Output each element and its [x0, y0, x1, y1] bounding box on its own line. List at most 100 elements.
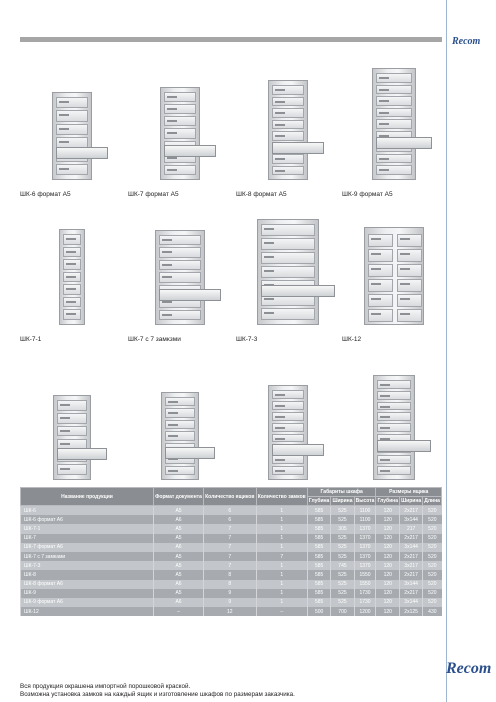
cell-dl: 520	[422, 524, 442, 534]
cell-dl: 520	[422, 588, 442, 598]
header-drawer-length: Длина	[422, 496, 442, 506]
product-card: ШК-6 формат А6	[20, 362, 125, 498]
header-drawer-dims: Размеры ящика	[375, 487, 442, 497]
cell-locks: 7	[255, 551, 308, 562]
cell-drawers: 9	[203, 588, 257, 598]
cell-dl: 520	[422, 515, 442, 525]
cell-drawers: 6	[203, 515, 257, 525]
product-card: ШК-7 формат А5	[128, 62, 233, 198]
cell-dw: 3x144	[399, 579, 423, 589]
cell-dd: 120	[375, 588, 400, 598]
cell-drawers: 7	[203, 524, 257, 534]
cell-depth: 585	[306, 505, 331, 516]
cell-drawers: 12	[203, 607, 257, 617]
cell-format: А6	[153, 542, 204, 552]
cell-name: ШК-9 формат А6	[20, 597, 154, 608]
product-card: ШК-9 формат А6	[342, 362, 447, 498]
cell-dw: 2x217	[399, 533, 423, 543]
cell-format: А5	[153, 570, 204, 580]
vertical-rule	[446, 0, 447, 702]
cell-dd: 120	[375, 597, 400, 608]
cell-name: ШК-7	[20, 533, 154, 543]
product-card: ШК-12	[342, 207, 447, 343]
header-drawers: Количество ящиков	[203, 487, 257, 506]
cell-height: 1730	[353, 588, 376, 598]
cell-width: 525	[330, 515, 355, 525]
cell-dd: 120	[375, 524, 400, 534]
cell-dl: 520	[422, 505, 442, 516]
open-drawer	[272, 443, 324, 456]
cell-dl: 520	[422, 551, 442, 562]
cell-name: ШК-6	[20, 505, 154, 516]
cell-height: 1100	[353, 515, 376, 525]
cell-width: 700	[330, 607, 355, 617]
cell-format: А5	[153, 533, 204, 543]
header-format: Формат документа	[153, 487, 204, 506]
product-caption: ШК-12	[342, 336, 362, 343]
cell-height: 1370	[353, 533, 376, 543]
cell-name: ШК-8 формат А6	[20, 579, 154, 589]
cell-dd: 120	[375, 579, 400, 589]
cell-locks: –	[255, 607, 308, 617]
cell-width: 525	[330, 542, 355, 552]
cabinet-image	[364, 227, 424, 325]
cell-name: ШК-8	[20, 570, 154, 580]
cabinet-image	[52, 92, 92, 180]
cell-width: 525	[330, 533, 355, 543]
product-caption: ШК-7-1	[20, 336, 42, 343]
cabinet-image	[373, 375, 415, 480]
cell-format: А5	[153, 505, 204, 516]
cell-dd: 120	[375, 542, 400, 552]
header-width: Ширина	[330, 496, 355, 506]
cell-dl: 520	[422, 542, 442, 552]
cell-dl: 520	[422, 561, 442, 571]
cell-dd: 120	[375, 533, 400, 543]
cell-depth: 585	[306, 597, 331, 608]
open-drawer	[377, 440, 431, 453]
cell-depth: 585	[306, 570, 331, 580]
product-card: ШК-6 формат А5	[20, 62, 125, 198]
cabinet-image	[268, 385, 308, 480]
cell-depth: 585	[306, 542, 331, 552]
open-drawer	[165, 446, 215, 459]
cell-format: А6	[153, 579, 204, 589]
cell-dw: 3x144	[399, 515, 423, 525]
open-drawer	[57, 447, 107, 460]
header-name: Название продукции	[20, 487, 154, 506]
cell-locks: 1	[255, 579, 308, 589]
cell-name: ШК-6 формат А6	[20, 515, 154, 525]
cell-format: А5	[153, 551, 204, 562]
cell-dl: 520	[422, 579, 442, 589]
cell-drawers: 9	[203, 597, 257, 608]
cell-locks: 1	[255, 524, 308, 534]
cell-drawers: 7	[203, 533, 257, 543]
header-drawer-width: Ширина	[399, 496, 424, 506]
cell-name: ШК-7-1	[20, 524, 154, 534]
open-drawer	[272, 142, 324, 154]
product-card: ШК-7-3	[236, 207, 341, 343]
cell-depth: 585	[306, 533, 331, 543]
product-card: ШК-8 формат А5	[236, 62, 341, 198]
cell-locks: 1	[255, 542, 308, 552]
cell-locks: 1	[255, 561, 308, 571]
cell-name: ШК-7 с 7 замками	[20, 551, 154, 562]
cell-depth: 585	[306, 579, 331, 589]
cell-locks: 1	[255, 505, 308, 516]
cell-height: 1370	[353, 551, 376, 562]
cell-dl: 520	[422, 597, 442, 608]
cell-dw: 3x144	[399, 597, 423, 608]
cabinet-image	[372, 68, 416, 180]
cabinet-image	[268, 80, 308, 180]
cell-locks: 1	[255, 533, 308, 543]
cell-format: А5	[153, 561, 204, 571]
cell-height: 1370	[353, 524, 376, 534]
cell-depth: 585	[306, 551, 331, 562]
product-card: ШК-7 с 7 замкзми	[128, 207, 233, 343]
cell-width: 745	[330, 561, 355, 571]
product-caption: ШК-7-3	[236, 336, 258, 343]
